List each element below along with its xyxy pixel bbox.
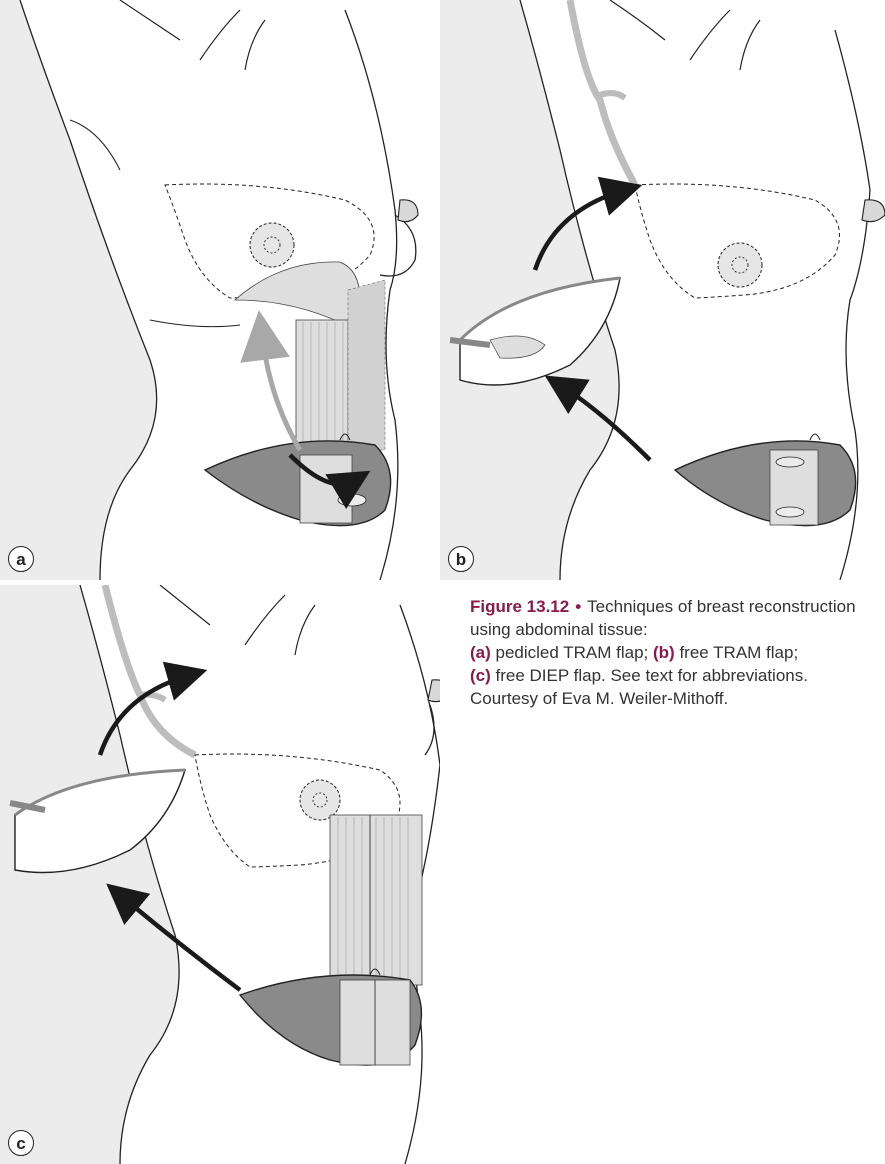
caption-item-b-text: free TRAM flap; bbox=[675, 643, 798, 662]
waist-line bbox=[150, 320, 240, 327]
neck-line-1 bbox=[245, 595, 285, 645]
muscle-shadow bbox=[348, 280, 385, 450]
caption-item-a-label: (a) bbox=[470, 643, 491, 662]
figure-label: Figure 13.12 bbox=[470, 597, 569, 616]
right-breast bbox=[425, 705, 434, 755]
neck-line-2 bbox=[740, 20, 760, 70]
flap-muscle-block bbox=[300, 455, 352, 523]
caption-item-c-label: (c) bbox=[470, 666, 491, 685]
abdominal-flap bbox=[205, 441, 391, 526]
shoulder-line bbox=[120, 0, 180, 40]
neck-line-2 bbox=[295, 605, 315, 655]
figure-caption: Figure 13.12•Techniques of breast recons… bbox=[470, 595, 880, 710]
right-breast bbox=[380, 215, 416, 276]
free-tram-illustration bbox=[440, 0, 885, 580]
donor-site bbox=[675, 441, 856, 526]
recipient-vessel-branch bbox=[600, 93, 625, 98]
rectus-muscle-strip bbox=[296, 320, 348, 450]
umbilicus bbox=[810, 434, 820, 440]
pedicle-arrow bbox=[262, 335, 300, 450]
neck-line-1 bbox=[690, 10, 730, 60]
panel-a-pedicled-tram: a bbox=[0, 0, 440, 580]
right-nipple bbox=[398, 200, 418, 222]
panel-b-label: b bbox=[448, 546, 474, 572]
caption-item-c-text: free DIEP flap. See text for abbreviatio… bbox=[470, 666, 808, 708]
torso-shading bbox=[0, 0, 157, 580]
panel-c-label: c bbox=[8, 1130, 34, 1156]
caption-item-b-label: (b) bbox=[653, 643, 675, 662]
donor-muscle-cut-bottom bbox=[776, 507, 804, 517]
dashed-areola bbox=[300, 780, 340, 820]
panel-b-free-tram: b bbox=[440, 0, 885, 580]
dashed-areola bbox=[718, 243, 762, 287]
dashed-areola bbox=[250, 223, 294, 267]
free-diep-illustration bbox=[0, 585, 440, 1164]
neck-line-1 bbox=[200, 10, 240, 60]
neck-line-2 bbox=[245, 20, 265, 70]
shoulder-line bbox=[160, 585, 210, 625]
caption-bullet: • bbox=[569, 597, 587, 616]
panel-a-label: a bbox=[8, 546, 34, 572]
right-nipple bbox=[428, 680, 440, 702]
shoulder-line bbox=[610, 0, 665, 40]
cut-muscle-end bbox=[338, 494, 366, 506]
panel-c-free-diep: c bbox=[0, 585, 440, 1164]
caption-item-a-text: pedicled TRAM flap; bbox=[491, 643, 653, 662]
pedicled-tram-illustration bbox=[0, 0, 440, 580]
donor-muscle-cut-top bbox=[776, 457, 804, 467]
torso-shading bbox=[0, 585, 179, 1164]
right-nipple bbox=[862, 200, 885, 222]
